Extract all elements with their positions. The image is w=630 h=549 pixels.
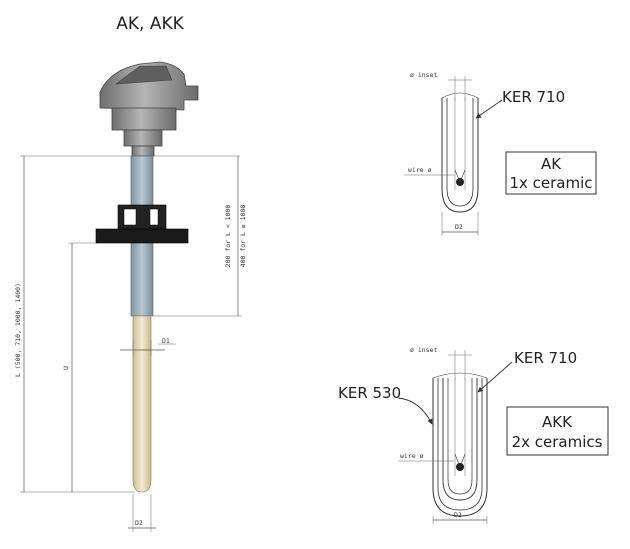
akk-box-line2: 2x ceramics [512, 433, 603, 451]
ak-ker710-label: KER 710 [502, 88, 565, 106]
thermocouple-probe: L (500, 710, 1000, 1400) U 200 for L < 1… [14, 61, 247, 532]
akk-inset-label: ø inset [410, 346, 437, 354]
akk-d2-label: D2 [454, 511, 462, 519]
dim-u-label: U [62, 366, 70, 370]
ak-box-line2: 1x ceramic [509, 174, 592, 192]
ak-detail: ø inset wire ø D2 KER 710 AK 1x ceramic [404, 71, 597, 236]
akk-ker710-label: KER 710 [514, 349, 577, 367]
ak-box-line1: AK [541, 155, 562, 173]
ak-type-box [505, 151, 597, 195]
akk-ker530-label: KER 530 [338, 384, 401, 402]
akk-detail: ø inset wire ø D2 KER 710 KER 530 AKK 2x… [338, 346, 609, 524]
ak-wire-label: wire ø [408, 166, 432, 174]
dim-range-label-2: 400 for L ≥ 1000 [239, 205, 247, 268]
dim-range-label-1: 200 for L < 1000 [224, 205, 232, 268]
ceramic-tube [132, 315, 152, 493]
akk-box-line1: AKK [542, 413, 573, 431]
dim-l-label: L (500, 710, 1000, 1400) [14, 283, 22, 377]
dim-d1-label: D1 [162, 337, 170, 345]
mounting-flange [95, 204, 189, 244]
diagram-title: AK, AKK [116, 14, 184, 34]
dim-d2-label: D2 [135, 519, 143, 527]
akk-wire-label: wire ø [400, 452, 424, 460]
ak-inset-label: ø inset [410, 71, 437, 79]
connection-head [99, 61, 199, 157]
akk-type-box [506, 406, 609, 456]
ak-d2-label: D2 [455, 223, 463, 231]
